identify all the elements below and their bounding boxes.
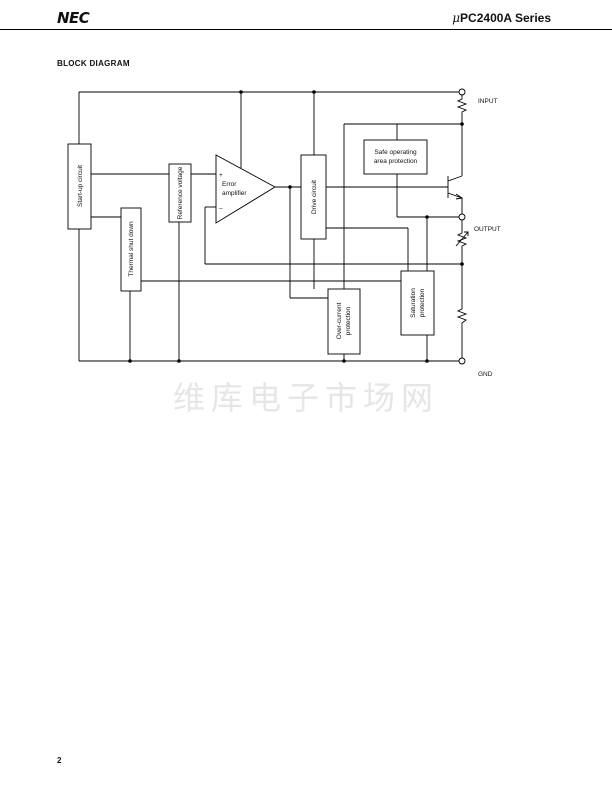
thermal-shutdown-block [120,207,142,292]
gnd-label: GND [478,371,493,378]
error-minus-sign: – [219,205,223,212]
startup-circuit-block [67,143,92,230]
wires [78,91,464,362]
saturation-label-line1: Saturation [410,288,417,318]
terminal-circles [458,88,466,365]
variable-resistor-icon [455,230,469,249]
reference-voltage-label: Reference voltage [177,166,184,219]
saturation-protection-block [400,270,435,336]
overcurrent-label-line1: Over-current [336,303,343,340]
output-label: OUTPUT [474,226,501,233]
error-plus-sign: + [219,172,223,179]
overcurrent-protection-block [327,288,361,355]
thermal-shutdown-label: Thermal shut down [128,221,135,277]
mu-symbol: μ [452,11,461,25]
output-terminal [458,213,466,221]
page-number: 2 [57,756,62,765]
resistor-icon [456,306,468,326]
safe-operating-area-label-line1: Safe operating [374,149,417,156]
document-title: μPC2400A Series [452,11,551,25]
resistor-icon [456,96,468,114]
error-amplifier-label-line2: amplifier [222,190,247,197]
drive-circuit-block [300,154,327,240]
input-label: INPUT [478,98,498,105]
error-amplifier-block [215,154,276,224]
section-title: BLOCK DIAGRAM [57,59,130,68]
error-amplifier-label-line1: Error [222,181,237,188]
startup-circuit-label: Start-up circuit [77,165,84,207]
series-name: PC2400A Series [460,11,551,25]
safe-operating-area-label-line2: area protection [374,158,418,165]
safe-operating-area-block [363,139,428,175]
input-terminal [458,88,466,96]
header-rule [0,29,612,30]
gnd-terminal [458,357,466,365]
drive-circuit-label: Drive circuit [311,180,318,214]
nec-logo: NEC [57,9,90,27]
saturation-label-line2: protection [419,288,426,317]
junction-dots [128,90,464,363]
reference-voltage-block [168,163,192,223]
watermark: 维库电子市场网 [172,379,439,417]
overcurrent-label-line2: protection [345,306,352,335]
